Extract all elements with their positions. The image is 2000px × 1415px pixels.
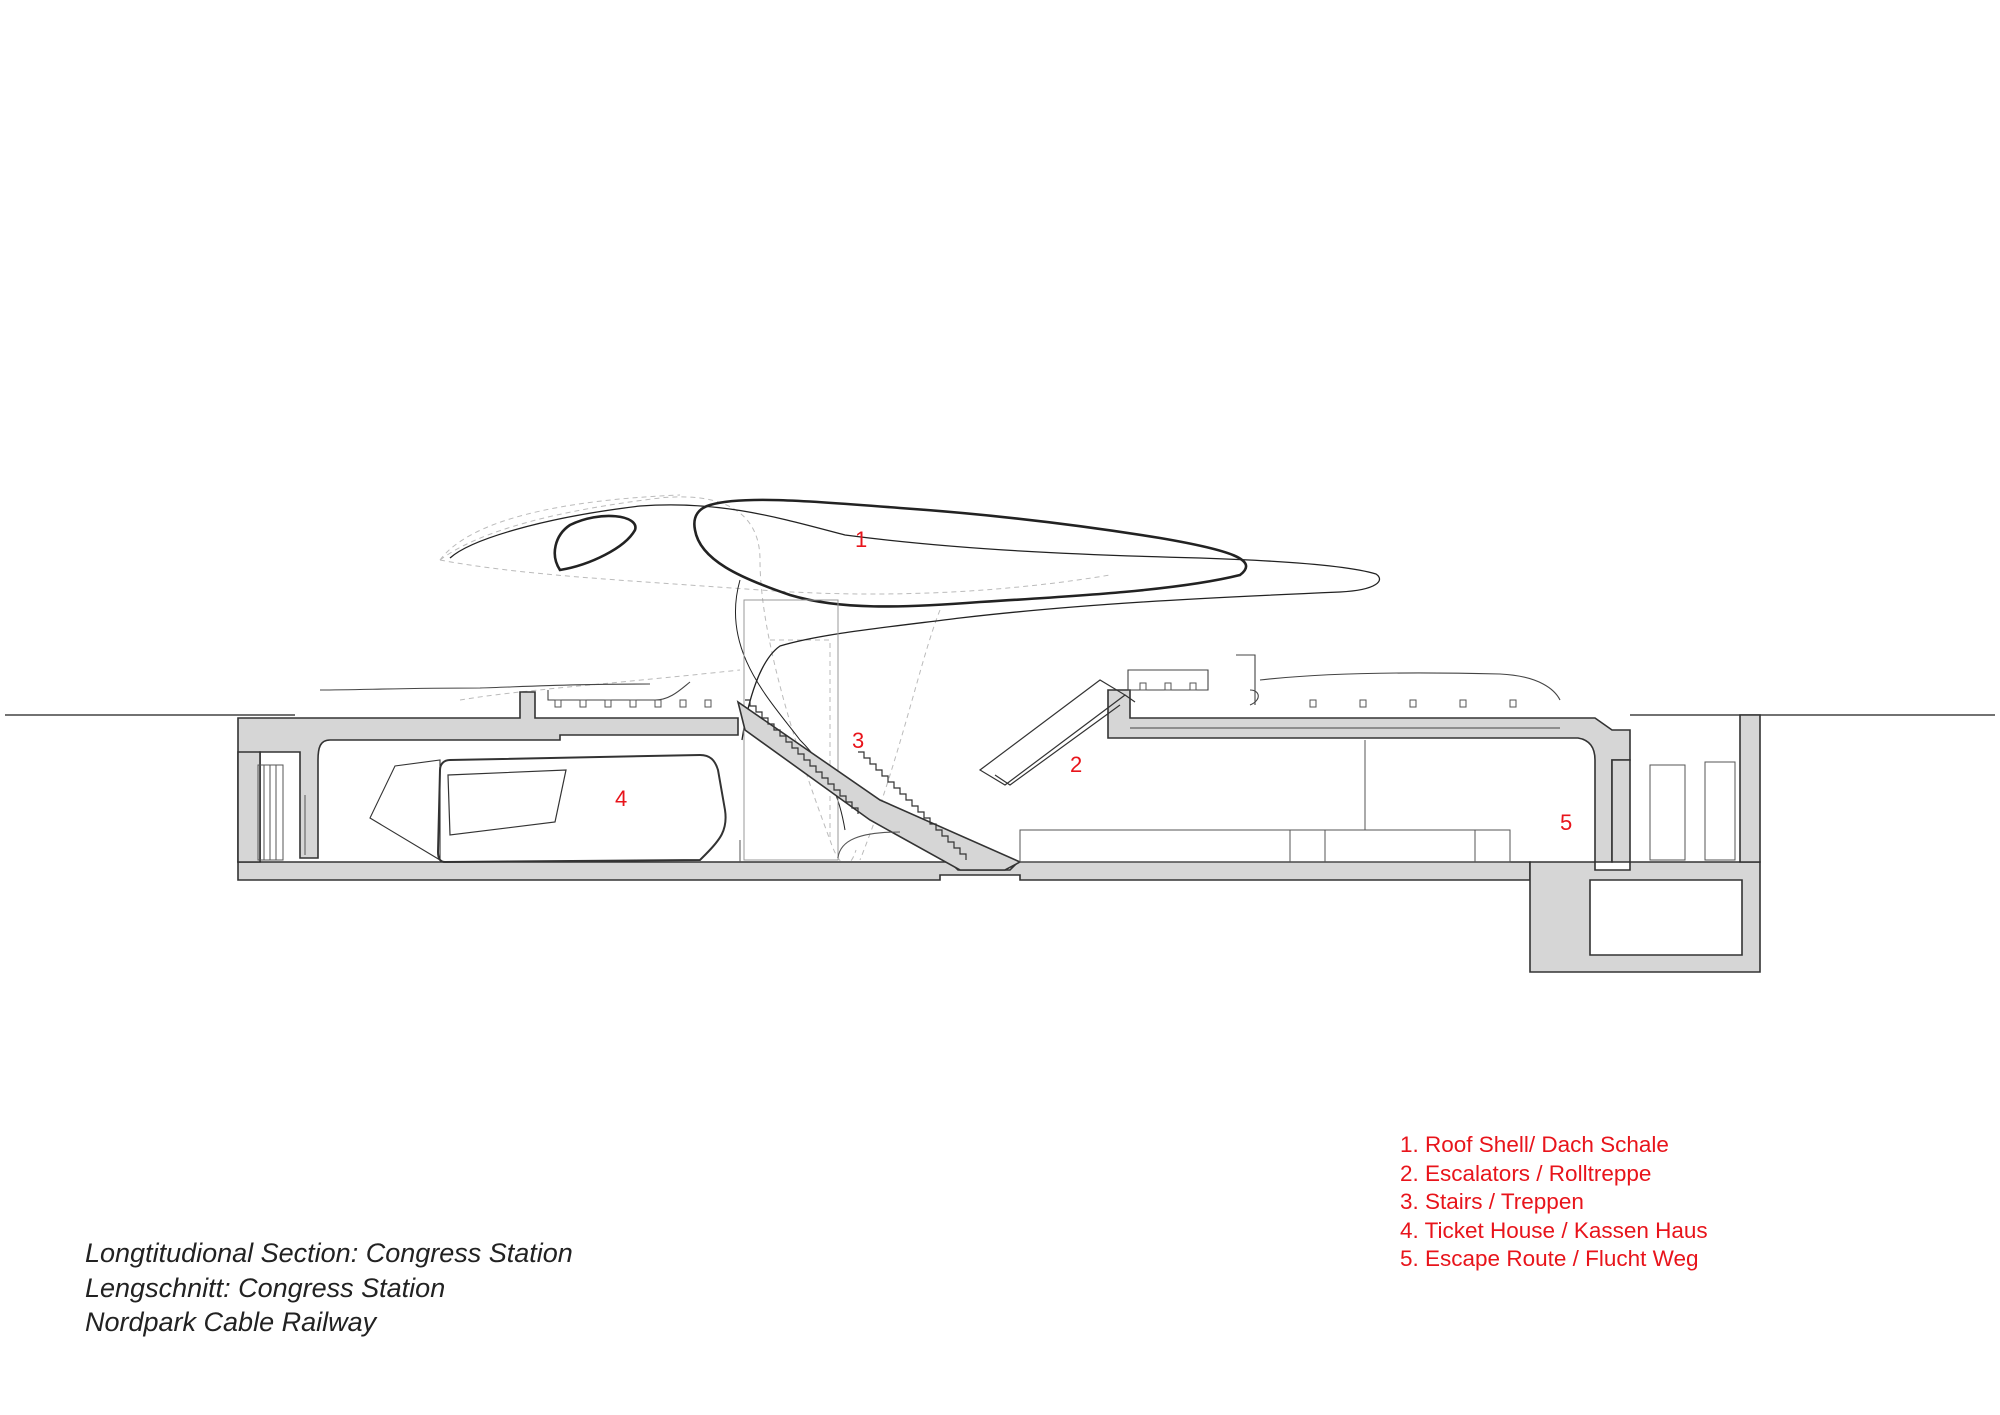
legend-item-escalators: 2. Escalators / Rolltreppe — [1400, 1160, 1652, 1186]
legend-item-roof-shell: 1. Roof Shell/ Dach Schale — [1400, 1132, 1669, 1157]
label-escalators: 2 — [1070, 752, 1082, 777]
label-roof-shell: 1 — [855, 527, 867, 552]
openings — [554, 682, 1517, 708]
lower-level-details — [257, 740, 1736, 863]
legend: 1. Roof Shell/ Dach Schale 2. Escalators… — [1400, 1131, 1708, 1274]
label-stairs: 3 — [852, 728, 864, 753]
title-line-2: Lengschnitt: Congress Station — [85, 1272, 446, 1303]
title-line-3: Nordpark Cable Railway — [85, 1307, 377, 1337]
legend-item-stairs: 3. Stairs / Treppen — [1400, 1189, 1584, 1214]
escalators — [978, 679, 1136, 786]
legend-item-ticket-house: 4. Ticket House / Kassen Haus — [1400, 1217, 1708, 1243]
roof-shell — [449, 498, 1381, 831]
stairs — [745, 699, 967, 860]
legend-item-escape-route: 5. Escape Route / Flucht Weg — [1400, 1246, 1699, 1271]
vertical-core — [743, 599, 839, 861]
ticket-house — [369, 753, 727, 864]
label-ticket-house: 4 — [615, 786, 627, 811]
concrete-structure — [237, 689, 1761, 973]
upper-level-details — [319, 654, 1561, 729]
title-line-1: Longtitudional Section: Congress Station — [85, 1238, 573, 1268]
label-escape-route: 5 — [1560, 810, 1572, 835]
title-block: Longtitudional Section: Congress Station… — [85, 1236, 573, 1340]
